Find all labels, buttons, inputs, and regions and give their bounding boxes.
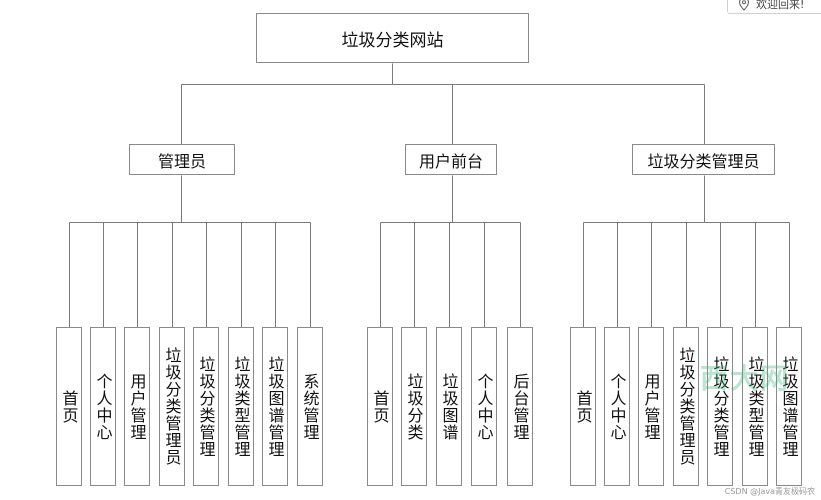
leaf-label: 垃圾分类管理 xyxy=(710,355,730,458)
welcome-chip: 欢迎回来! xyxy=(727,0,821,14)
root-node: 垃圾分类网站 xyxy=(256,13,529,63)
leaf-label: 后台管理 xyxy=(510,372,530,441)
leaf-admin-4: 垃圾分类管理员 xyxy=(159,327,185,486)
category-user-frontend: 用户前台 xyxy=(405,144,497,175)
leaf-label: 个人中心 xyxy=(607,372,627,441)
leaf-admin-2: 个人中心 xyxy=(90,327,116,486)
category-admin-label: 管理员 xyxy=(157,151,206,171)
leaf-sorting-1: 首页 xyxy=(570,327,596,486)
leaf-admin-5: 垃圾分类管理 xyxy=(193,327,219,486)
category-user-frontend-label: 用户前台 xyxy=(418,151,483,171)
leaf-label: 垃圾分类管理员 xyxy=(162,347,182,466)
leaf-label: 首页 xyxy=(573,389,593,424)
location-pin-icon xyxy=(738,0,750,11)
leaf-label: 个人中心 xyxy=(93,372,113,441)
leaf-label: 用户管理 xyxy=(127,372,147,441)
leaf-sorting-4: 垃圾分类管理员 xyxy=(673,327,699,486)
leaf-admin-1: 首页 xyxy=(56,327,82,486)
leaf-label: 垃圾类型管理 xyxy=(745,355,765,458)
leaf-sorting-7: 垃圾图谱管理 xyxy=(776,327,802,486)
leaf-user-4: 个人中心 xyxy=(471,327,497,486)
leaf-sorting-6: 垃圾类型管理 xyxy=(742,327,768,486)
category-sorting-admin-label: 垃圾分类管理员 xyxy=(647,151,760,171)
leaf-label: 垃圾图谱管理 xyxy=(779,355,799,458)
leaf-label: 垃圾类型管理 xyxy=(231,355,251,458)
root-label: 垃圾分类网站 xyxy=(341,30,444,51)
watermark-credit: CSDN @Java青友极码农 xyxy=(724,487,815,496)
leaf-label: 垃圾分类 xyxy=(404,372,424,441)
leaf-label: 个人中心 xyxy=(474,372,494,441)
leaf-user-5: 后台管理 xyxy=(507,327,533,486)
welcome-text: 欢迎回来! xyxy=(756,0,805,11)
watermark-logo: 西大网 xyxy=(700,362,791,395)
leaf-sorting-2: 个人中心 xyxy=(604,327,630,486)
leaf-sorting-3: 用户管理 xyxy=(638,327,664,486)
category-admin: 管理员 xyxy=(129,144,235,175)
leaf-sorting-5: 垃圾分类管理 xyxy=(707,327,733,486)
leaf-admin-3: 用户管理 xyxy=(124,327,150,486)
category-sorting-admin: 垃圾分类管理员 xyxy=(632,144,775,175)
leaf-label: 垃圾分类管理员 xyxy=(676,347,696,466)
leaf-label: 垃圾图谱 xyxy=(439,372,459,441)
leaf-label: 垃圾图谱管理 xyxy=(265,355,285,458)
leaf-admin-6: 垃圾类型管理 xyxy=(228,327,254,486)
leaf-label: 用户管理 xyxy=(641,372,661,441)
leaf-user-3: 垃圾图谱 xyxy=(436,327,462,486)
leaf-label: 系统管理 xyxy=(300,372,320,441)
leaf-label: 首页 xyxy=(59,389,79,424)
leaf-label: 首页 xyxy=(370,389,390,424)
leaf-admin-7: 垃圾图谱管理 xyxy=(262,327,288,486)
leaf-user-1: 首页 xyxy=(367,327,393,486)
leaf-admin-8: 系统管理 xyxy=(297,327,323,486)
leaf-user-2: 垃圾分类 xyxy=(401,327,427,486)
leaf-label: 垃圾分类管理 xyxy=(196,355,216,458)
